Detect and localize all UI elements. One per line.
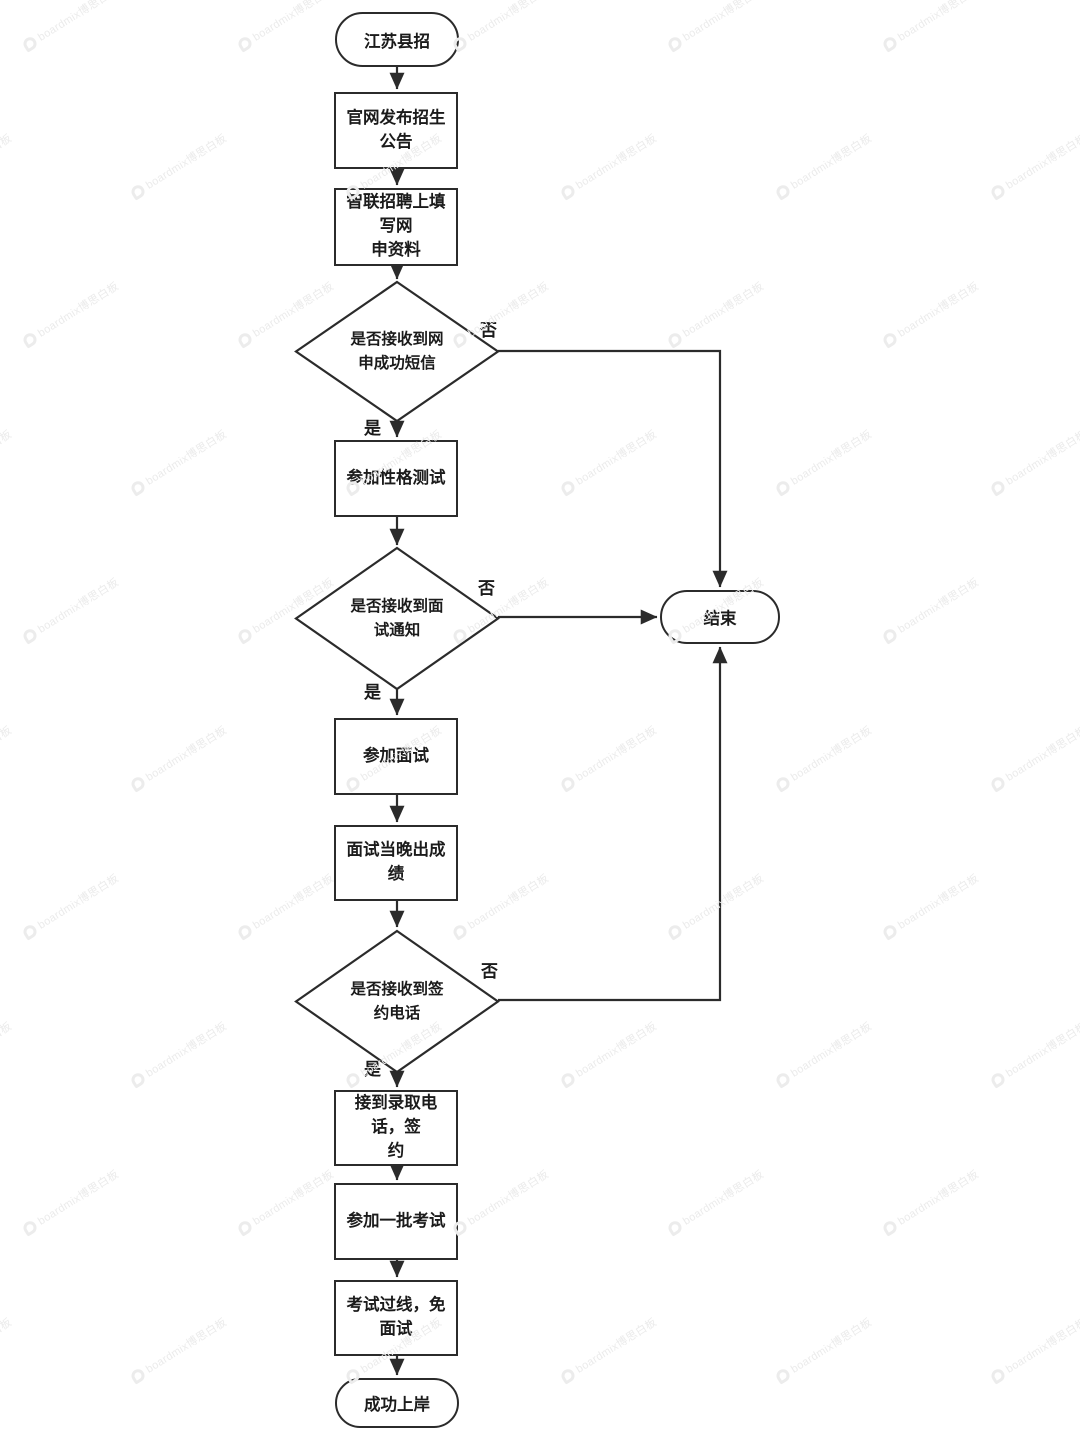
node-first-batch-exam[interactable]: 参加一批考试 <box>334 1183 458 1260</box>
edge-label-d1-yes: 是 <box>364 419 381 438</box>
edge-d1-no-to-end <box>498 349 728 588</box>
node-p4-label: 参加面试 <box>363 746 429 765</box>
node-p5-label: 面试当晚出成绩 <box>346 841 446 883</box>
node-exam-passed[interactable]: 考试过线，免面试 <box>334 1280 458 1356</box>
edge-d3-no-to-end <box>498 646 728 1002</box>
node-decision-interview-notice[interactable] <box>294 546 500 691</box>
edge-label-d3-yes: 是 <box>364 1060 381 1079</box>
node-p8-label: 考试过线，免面试 <box>346 1296 446 1338</box>
node-publish-announcement[interactable]: 官网发布招生公告 <box>334 92 458 169</box>
edge-label-d1-no: 否 <box>480 321 497 340</box>
node-p7-label: 参加一批考试 <box>346 1211 446 1230</box>
node-p1-label: 官网发布招生公告 <box>346 108 446 151</box>
node-p3-label: 参加性格测试 <box>346 468 446 487</box>
node-personality-test[interactable]: 参加性格测试 <box>334 440 458 517</box>
node-decision-sms-received[interactable] <box>294 280 500 423</box>
node-p2-label: 智联招聘上填写网 申资料 <box>346 193 446 259</box>
node-fill-application[interactable]: 智联招聘上填写网 申资料 <box>334 188 458 266</box>
node-attend-interview[interactable]: 参加面试 <box>334 718 458 795</box>
node-sign-contract[interactable]: 接到录取电话，签 约 <box>334 1090 458 1166</box>
node-decision-offer-call[interactable] <box>294 929 500 1074</box>
node-success[interactable]: 成功上岸 <box>335 1378 459 1428</box>
edge-label-d2-no: 否 <box>478 579 495 598</box>
node-p6-label: 接到录取电话，签 约 <box>354 1094 438 1160</box>
edge-label-d3-no: 否 <box>481 962 498 981</box>
node-success-label: 成功上岸 <box>364 1396 430 1414</box>
node-start-label: 江苏县招 <box>364 32 430 51</box>
edge-label-d2-yes: 是 <box>364 683 381 702</box>
node-end-label: 结束 <box>703 610 737 628</box>
node-interview-result[interactable]: 面试当晚出成绩 <box>334 825 458 901</box>
node-end[interactable]: 结束 <box>660 590 780 644</box>
node-start[interactable]: 江苏县招 <box>335 12 459 67</box>
